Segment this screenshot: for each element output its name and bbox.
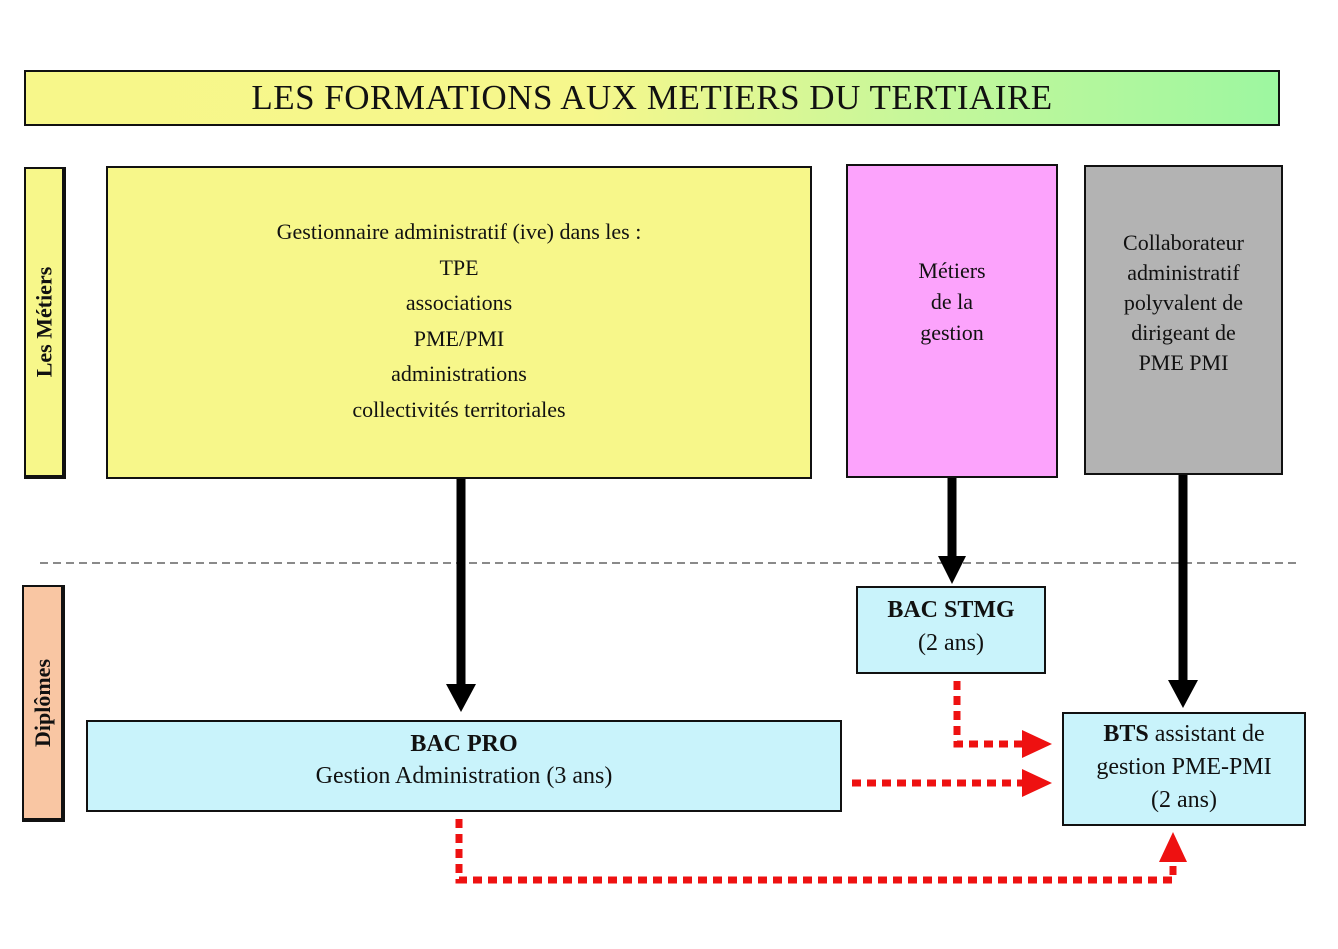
- job-box-metiers-gestion: Métiers de la gestion: [846, 164, 1058, 478]
- bac-pro-name: BAC PRO: [410, 731, 518, 757]
- job-gestionnaire-item: associations: [405, 290, 513, 315]
- job-metiers-line: de la: [930, 289, 974, 314]
- title-text: LES FORMATIONS AUX METIERS DU TERTIAIRE: [251, 78, 1053, 117]
- arrow-metiers-to-stmg: [938, 478, 966, 584]
- job-collab-line: PME PMI: [1138, 350, 1229, 375]
- job-gestionnaire-header: Gestionnaire administratif (ive) dans le…: [276, 219, 642, 244]
- job-collab-line: Collaborateur: [1123, 230, 1244, 255]
- diploma-box-bac-pro: BAC PRO Gestion Administration (3 ans): [86, 720, 842, 812]
- job-box-gestionnaire: Gestionnaire administratif (ive) dans le…: [106, 166, 812, 479]
- diploma-box-bts: BTS assistant de gestion PME-PMI (2 ans): [1062, 712, 1306, 826]
- arrow-bacpro-to-bts: [852, 769, 1052, 797]
- bts-name: BTS: [1103, 721, 1149, 747]
- bac-pro-subtitle: Gestion Administration (3 ans): [315, 763, 613, 789]
- job-box-collaborateur: Collaborateur administratif polyvalent d…: [1084, 165, 1283, 475]
- bts-duration: (2 ans): [1151, 787, 1217, 813]
- bac-stmg-name: BAC STMG: [887, 597, 1015, 623]
- section-label-diplomes: Diplômes: [22, 585, 65, 822]
- bts-rest: assistant de: [1148, 721, 1265, 747]
- diploma-box-bac-stmg: BAC STMG (2 ans): [856, 586, 1046, 674]
- job-gestionnaire-item: PME/PMI: [413, 325, 505, 351]
- arrow-bacpro-bottom-to-bts: [455, 819, 1187, 884]
- job-collab-line: administratif: [1127, 260, 1240, 285]
- job-gestionnaire-item: collectivités territoriales: [352, 396, 566, 422]
- page-title: LES FORMATIONS AUX METIERS DU TERTIAIRE: [24, 70, 1280, 126]
- job-gestionnaire-item: TPE: [439, 254, 479, 280]
- job-metiers-line: gestion: [920, 320, 984, 345]
- job-metiers-line: Métiers: [918, 258, 986, 283]
- arrow-collab-to-bts: [1168, 475, 1198, 708]
- job-gestionnaire-item: administrations: [391, 361, 527, 386]
- arrow-gestionnaire-to-bacpro: [446, 479, 476, 712]
- bac-stmg-duration: (2 ans): [918, 630, 984, 656]
- job-collab-line: polyvalent de: [1123, 290, 1244, 315]
- section-label-metiers: Les Métiers: [24, 167, 66, 479]
- bts-line2: gestion PME-PMI: [1096, 754, 1272, 780]
- arrow-stmg-to-bts: [953, 681, 1052, 758]
- job-collab-line: dirigeant de: [1131, 320, 1236, 345]
